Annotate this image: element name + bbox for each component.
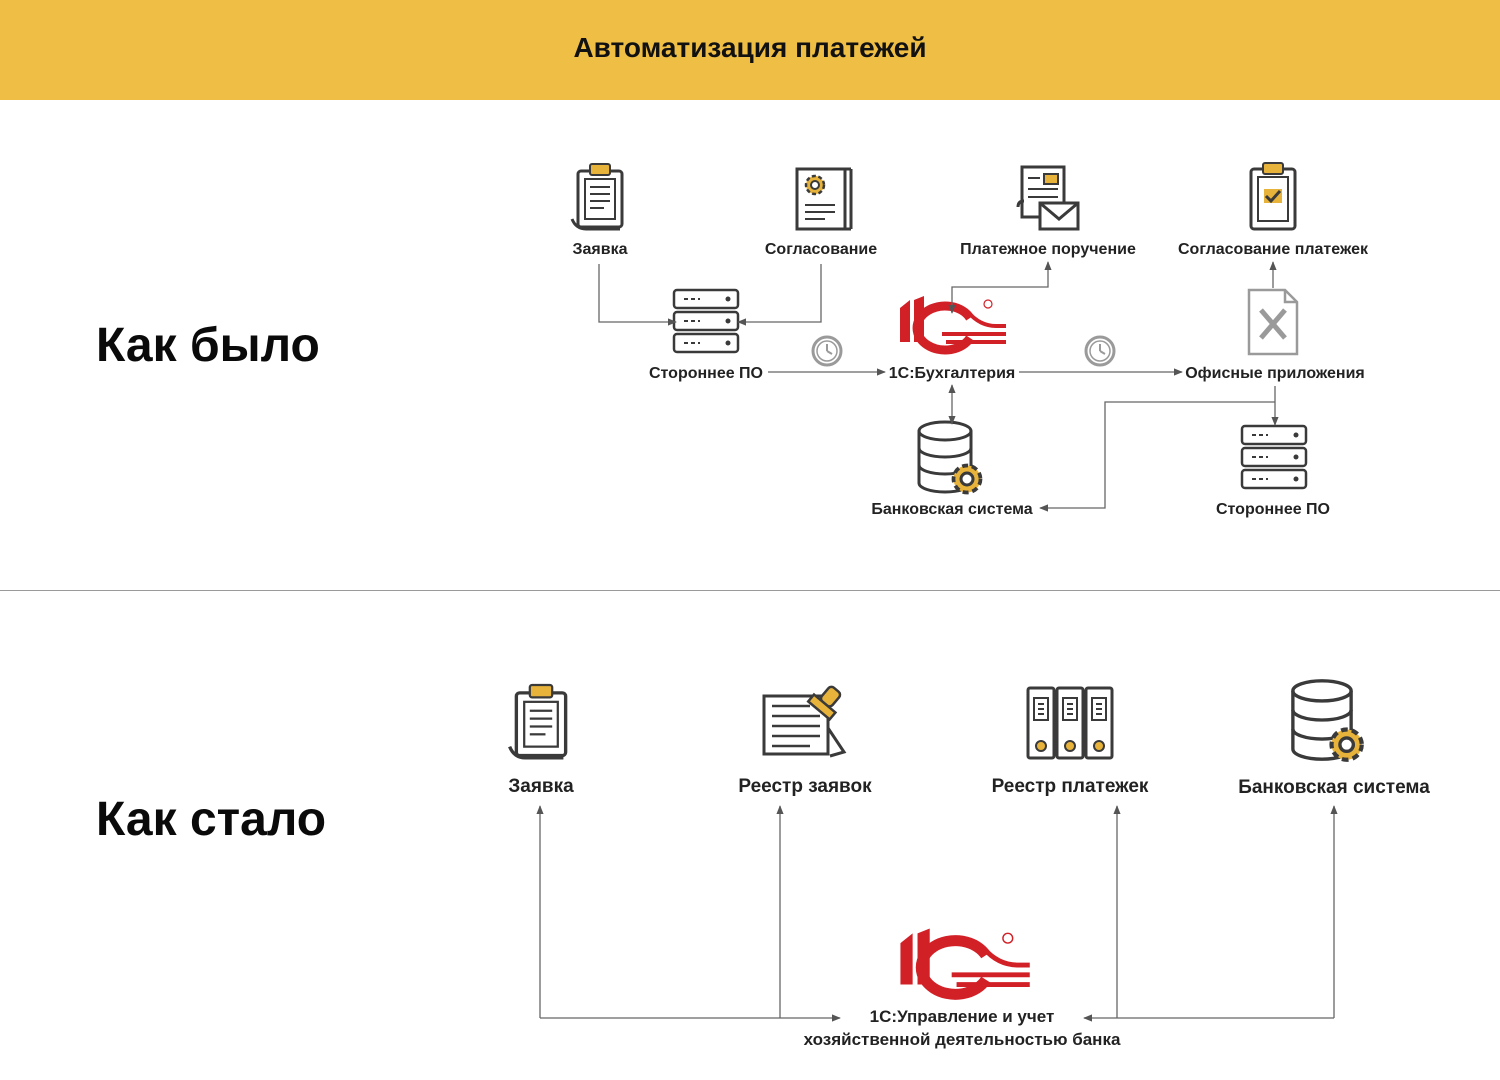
label-payment-registry: Реестр платежек bbox=[992, 776, 1149, 797]
connector-request-to-software bbox=[598, 264, 677, 326]
label-payment-approval: Согласование платежек bbox=[1178, 241, 1369, 258]
gear-document-icon bbox=[795, 167, 853, 231]
clock-icon bbox=[1084, 335, 1116, 367]
connector-accounting-payment-order bbox=[948, 261, 1052, 314]
server-icon bbox=[672, 288, 740, 354]
envelope-document-icon bbox=[1016, 165, 1080, 231]
label-third-party-software: Стороннее ПО bbox=[649, 365, 763, 382]
label-request: Заявка bbox=[508, 776, 574, 797]
label-core-system-line1: 1С:Управление и учет bbox=[870, 1007, 1055, 1026]
label-approval: Согласование bbox=[765, 241, 877, 258]
label-bank-system: Банковская система bbox=[1238, 777, 1430, 798]
excel-file-icon bbox=[1247, 288, 1299, 356]
label-core-system-line2: хозяйственной деятельностью банка bbox=[804, 1030, 1121, 1049]
server-icon bbox=[1240, 424, 1308, 490]
connector-approval-to-software bbox=[737, 264, 822, 326]
label-payment-order: Платежное поручение bbox=[960, 241, 1136, 258]
label-request: Заявка bbox=[573, 241, 628, 258]
section-divider bbox=[0, 590, 1500, 591]
stamp-document-icon bbox=[762, 685, 847, 758]
database-gear-icon bbox=[919, 422, 981, 493]
clipboard-icon bbox=[570, 162, 624, 231]
section-title-before: Как было bbox=[96, 319, 320, 372]
1c-logo bbox=[900, 296, 1006, 355]
label-third-party-software-2: Стороннее ПО bbox=[1216, 501, 1330, 518]
clock-icon bbox=[811, 335, 843, 367]
check-clipboard-icon bbox=[1249, 162, 1297, 231]
page-title: Автоматизация платежей bbox=[573, 32, 927, 63]
header-bar: Автоматизация платежей bbox=[0, 0, 1500, 100]
section-title-after: Как стало bbox=[96, 793, 327, 846]
label-bank-system: Банковская система bbox=[871, 501, 1032, 518]
connector-office-to-bank bbox=[1039, 401, 1275, 512]
label-accounting: 1С:Бухгалтерия bbox=[889, 365, 1015, 382]
binders-icon bbox=[1026, 686, 1114, 760]
1c-logo bbox=[900, 928, 1030, 1000]
clipboard-icon bbox=[507, 683, 568, 760]
label-request-registry: Реестр заявок bbox=[738, 776, 872, 797]
label-office-apps: Офисные приложения bbox=[1185, 365, 1365, 382]
database-gear-icon bbox=[1293, 681, 1362, 760]
